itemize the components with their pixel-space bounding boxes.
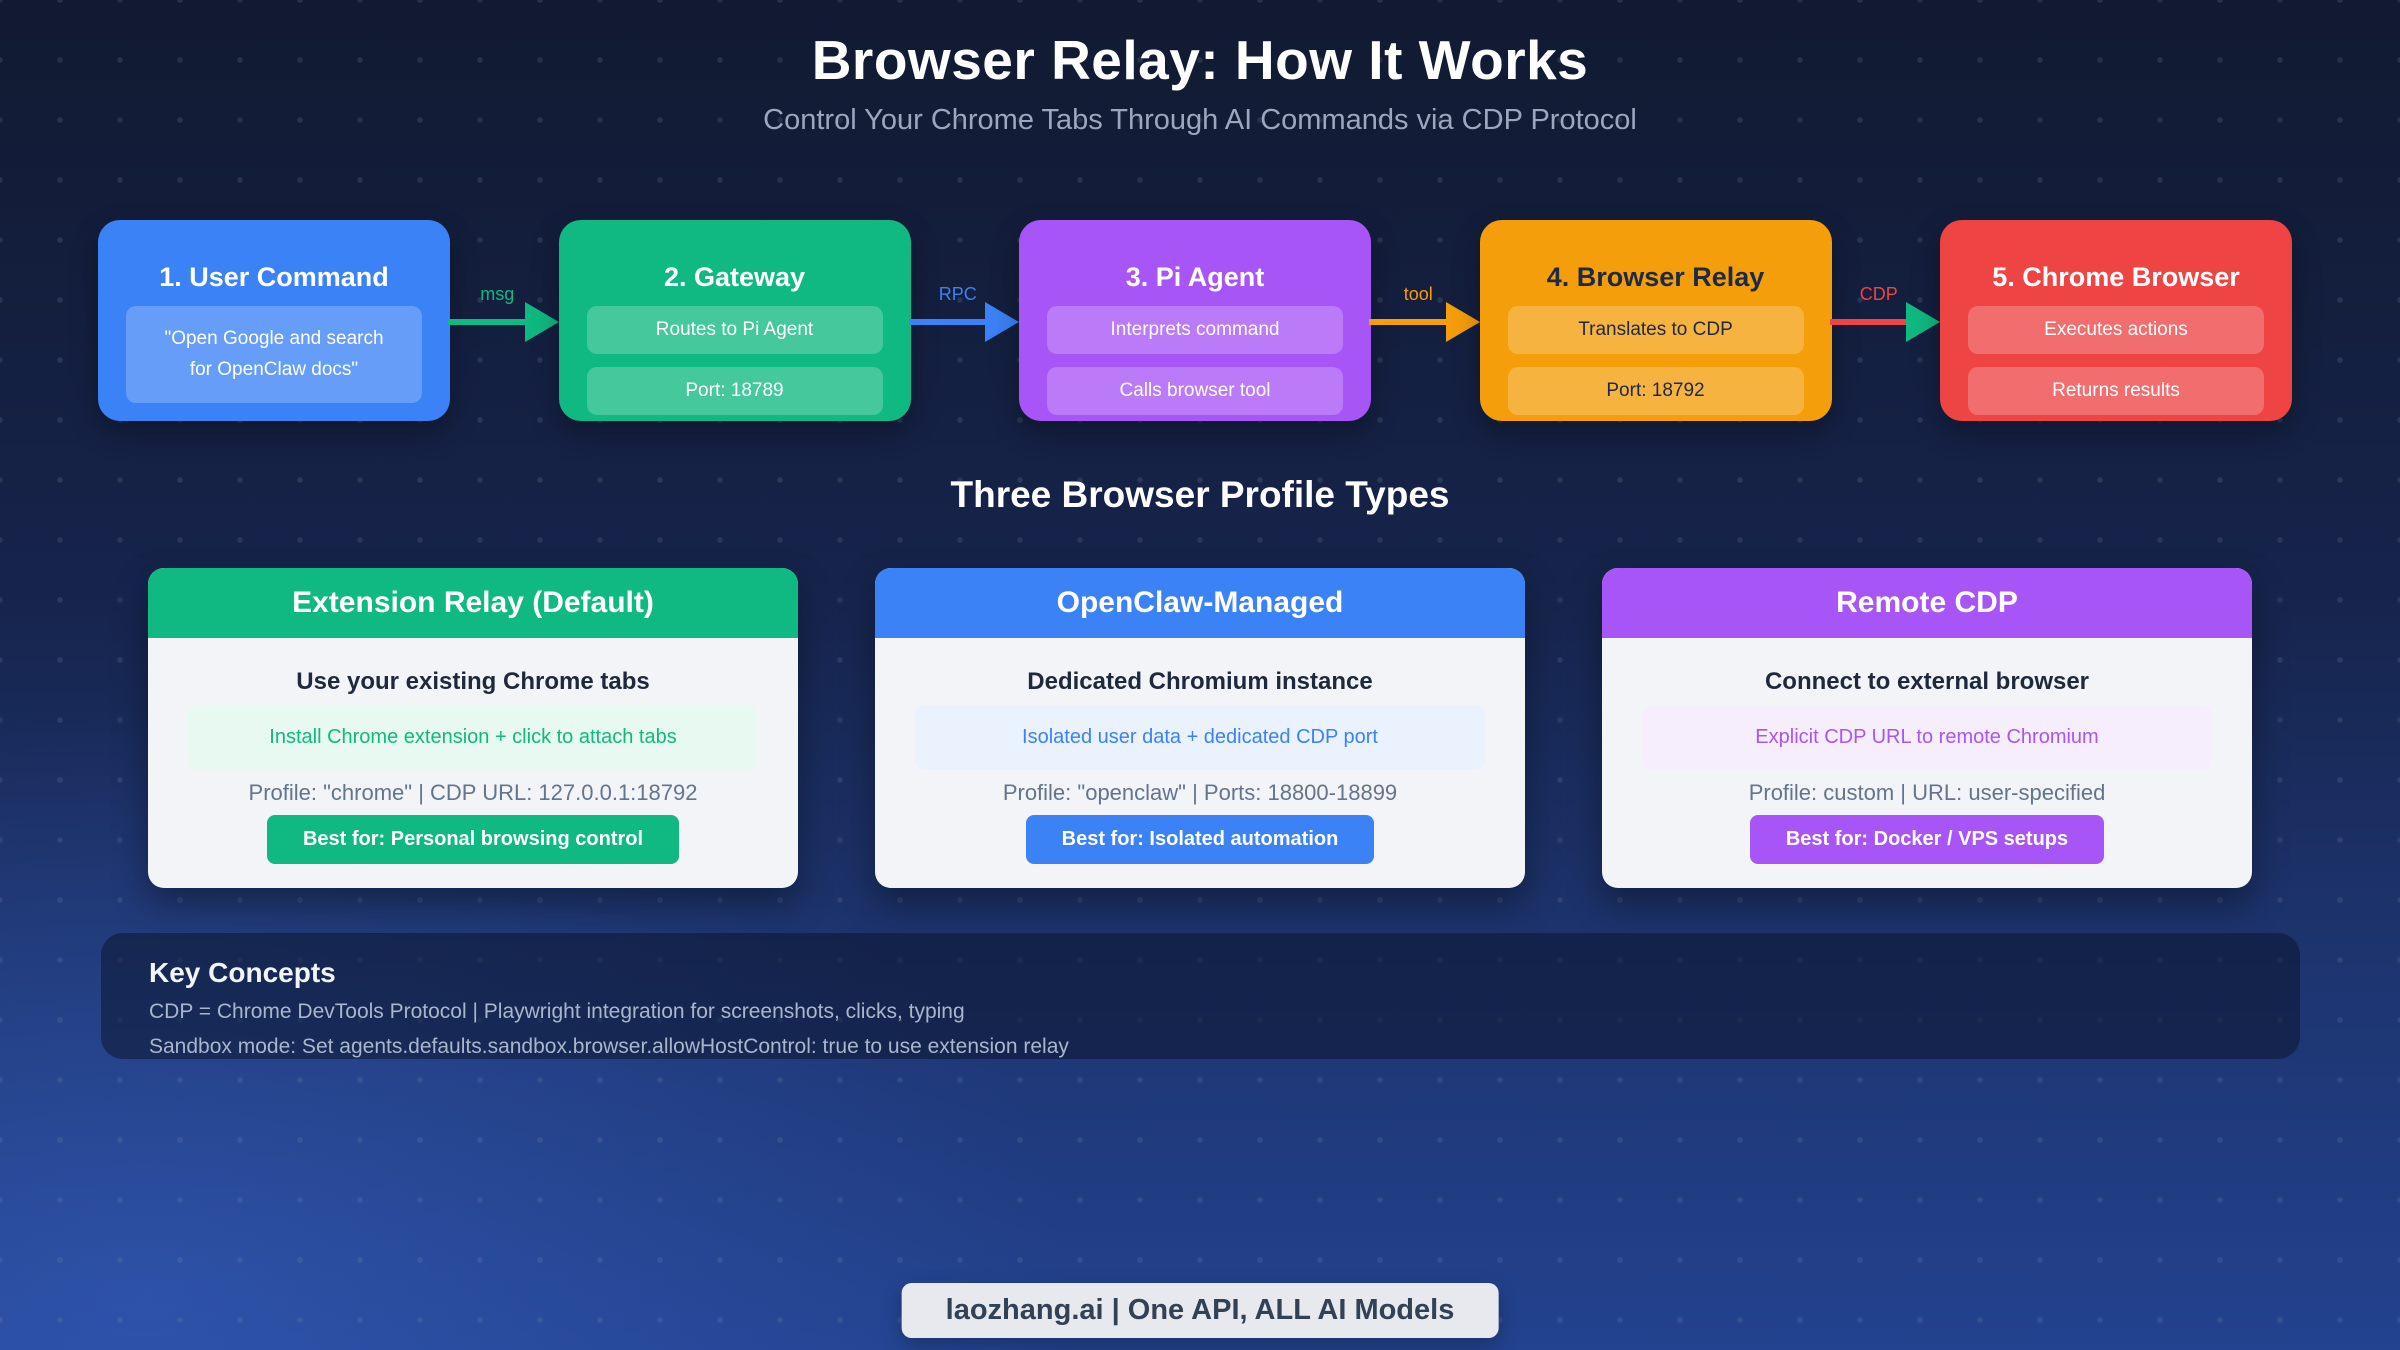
arrow-label: msg bbox=[480, 284, 515, 304]
card-tagline: Use your existing Chrome tabs bbox=[296, 668, 650, 695]
arrow-line bbox=[908, 319, 991, 325]
flow-step-pill: Routes to Pi Agent bbox=[586, 306, 883, 354]
card-best-for-badge: Best for: Docker / VPS setups bbox=[1749, 814, 2105, 864]
arrow-head-icon bbox=[985, 302, 1019, 342]
key-concepts-heading: Key Concepts bbox=[149, 957, 336, 988]
flow-step-title: 5. Chrome Browser bbox=[1992, 262, 2240, 292]
flow-step-pills: Translates to CDP Port: 18792 bbox=[1507, 306, 1804, 428]
profile-card-openclaw-managed: OpenClaw-Managed Dedicated Chromium inst… bbox=[875, 568, 1525, 888]
profiles-section-heading: Three Browser Profile Types bbox=[950, 474, 1450, 515]
arrow-label: tool bbox=[1403, 284, 1433, 304]
flow-step-title: 1. User Command bbox=[159, 262, 389, 292]
flow-step-gateway: 2. Gateway Routes to Pi Agent Port: 1878… bbox=[558, 220, 911, 421]
arrow-label: CDP bbox=[1859, 284, 1898, 304]
flow-step-title: 3. Pi Agent bbox=[1125, 262, 1265, 292]
arrow-msg: msg bbox=[448, 220, 559, 421]
flow-step-pill: Returns results bbox=[1968, 367, 2264, 415]
card-tagline: Connect to external browser bbox=[1764, 668, 2090, 695]
arrow-cdp: CDP bbox=[1829, 220, 1940, 421]
flow-step-pill: Port: 18789 bbox=[586, 367, 883, 415]
arrow-head-icon bbox=[1906, 302, 1940, 342]
flow-row: 1. User Command "Open Google and search … bbox=[98, 220, 2292, 421]
flow-step-pill: "Open Google and search for OpenClaw doc… bbox=[126, 306, 422, 403]
card-header: OpenClaw-Managed bbox=[875, 568, 1525, 638]
card-details: Profile: custom | URL: user-specified bbox=[1748, 779, 2106, 805]
footer-brand-pill: laozhang.ai | One API, ALL AI Models bbox=[901, 1283, 1499, 1338]
flow-step-pill: Interprets command bbox=[1047, 306, 1343, 354]
card-highlight: Explicit CDP URL to remote Chromium bbox=[1642, 705, 2212, 771]
page-subtitle: Control Your Chrome Tabs Through AI Comm… bbox=[763, 104, 1637, 136]
card-details: Profile: "openclaw" | Ports: 18800-18899 bbox=[1002, 779, 1398, 805]
key-concepts-line: Sandbox mode: Set agents.defaults.sandbo… bbox=[149, 1035, 1069, 1058]
flow-step-pill: Translates to CDP bbox=[1507, 306, 1804, 354]
card-body: Use your existing Chrome tabs Install Ch… bbox=[148, 638, 798, 888]
flow-step-title: 4. Browser Relay bbox=[1546, 262, 1765, 292]
flow-step-pill: Port: 18792 bbox=[1507, 367, 1804, 415]
card-highlight: Isolated user data + dedicated CDP port bbox=[915, 705, 1485, 771]
card-best-for-badge: Best for: Isolated automation bbox=[1025, 814, 1375, 864]
key-concepts-panel: Key Concepts CDP = Chrome DevTools Proto… bbox=[101, 933, 2300, 1059]
arrow-line bbox=[448, 319, 531, 325]
flow-step-pills: "Open Google and search for OpenClaw doc… bbox=[126, 306, 422, 416]
card-body: Dedicated Chromium instance Isolated use… bbox=[875, 638, 1525, 888]
arrow-tool: tool bbox=[1369, 220, 1480, 421]
card-best-for-badge: Best for: Personal browsing control bbox=[266, 814, 680, 864]
card-highlight: Install Chrome extension + click to atta… bbox=[188, 705, 758, 771]
flow-step-user-command: 1. User Command "Open Google and search … bbox=[98, 220, 450, 421]
flow-step-pill: Calls browser tool bbox=[1047, 367, 1343, 415]
arrow-rpc: RPC bbox=[908, 220, 1019, 421]
flow-step-pills: Routes to Pi Agent Port: 18789 bbox=[586, 306, 883, 428]
card-details: Profile: "chrome" | CDP URL: 127.0.0.1:1… bbox=[248, 779, 698, 805]
page-title: Browser Relay: How It Works bbox=[811, 29, 1589, 91]
card-tagline: Dedicated Chromium instance bbox=[1027, 668, 1373, 695]
card-header: Extension Relay (Default) bbox=[148, 568, 798, 638]
card-header: Remote CDP bbox=[1602, 568, 2252, 638]
arrow-head-icon bbox=[1445, 302, 1480, 342]
profile-cards-row: Extension Relay (Default) Use your exist… bbox=[148, 568, 2252, 888]
flow-step-chrome-browser: 5. Chrome Browser Executes actions Retur… bbox=[1940, 220, 2292, 421]
arrow-label: RPC bbox=[938, 284, 977, 304]
arrow-head-icon bbox=[524, 302, 559, 342]
card-body: Connect to external browser Explicit CDP… bbox=[1602, 638, 2252, 888]
profile-card-extension-relay: Extension Relay (Default) Use your exist… bbox=[148, 568, 798, 888]
flow-step-title: 2. Gateway bbox=[663, 262, 806, 292]
flow-step-pi-agent: 3. Pi Agent Interprets command Calls bro… bbox=[1019, 220, 1371, 421]
flow-step-pills: Interprets command Calls browser tool bbox=[1047, 306, 1343, 428]
key-concepts-line: CDP = Chrome DevTools Protocol | Playwri… bbox=[149, 1000, 965, 1023]
flow-step-browser-relay: 4. Browser Relay Translates to CDP Port:… bbox=[1479, 220, 1832, 421]
profile-card-remote-cdp: Remote CDP Connect to external browser E… bbox=[1602, 568, 2252, 888]
arrow-line bbox=[1369, 319, 1452, 325]
flow-step-pill: Executes actions bbox=[1968, 306, 2264, 354]
arrow-line bbox=[1829, 319, 1912, 325]
flow-step-pills: Executes actions Returns results bbox=[1968, 306, 2264, 428]
